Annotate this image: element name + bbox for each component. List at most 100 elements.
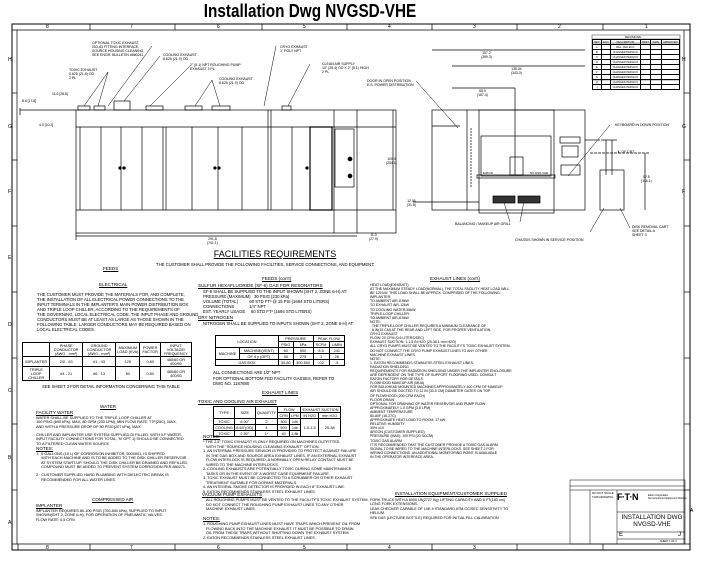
zone-row-h-right: H: [682, 57, 686, 63]
td: GAS BOX: [215, 359, 279, 366]
exhaust-heading: EXHAUST LINES: [262, 390, 299, 395]
td: 480/60 OR 400/50: [159, 356, 193, 367]
callout-disk-cart: DISK REMOVAL CART SEE DETAIL A SHEET 3: [632, 225, 669, 237]
panel-model-label: NV-GSD-VHE: [530, 171, 549, 175]
td: #1 - 43: [82, 356, 117, 367]
electrical-heading: ELECTRICAL: [99, 282, 128, 287]
td: 1.8k: [288, 430, 301, 437]
company-name: Eaton Corporation Semiconductor Equipmen…: [648, 494, 687, 500]
implanter-heading: IMPLANTER: [36, 503, 63, 508]
zone-ticks: [12, 24, 690, 550]
machine-front-elevation: [392, 49, 650, 214]
n2-heading: DRY NITROGEN: [198, 315, 234, 320]
zone-col-8: 8: [46, 24, 49, 30]
td: 2.50": [234, 430, 256, 437]
page-title: Installation Dwg NVGSD-VHE: [203, 1, 417, 21]
td: 300-500: [292, 359, 314, 366]
zone-row-c: C: [8, 388, 12, 394]
eaton-logo: F·T·N: [617, 492, 639, 502]
dim-width-157: 157.2 (399.3): [481, 51, 492, 59]
dim-width-65: 65.9 (167.4): [477, 89, 488, 97]
td: MACHINE: [215, 347, 240, 360]
exhaust-notes-heading: NOTES:: [203, 434, 221, 439]
vacuum-notes: 1. ROUGHING PUMP EXHAUST LINES MUST HAVE…: [203, 521, 361, 540]
compressed-air-text: IMPLANTER REQUIRES 80-100 PSIG (700-800 …: [36, 508, 167, 522]
callout-cl-cart: ℄ OF CRT: [618, 150, 635, 154]
zone-row-b: B: [8, 455, 12, 461]
n2-note-1: ALL CONNECTIONS ARE 1/2" NPT: [213, 370, 281, 375]
th: MAXIMUM LOAD (KVA): [115, 342, 141, 357]
zone-row-f: F: [8, 189, 12, 195]
n2-note-2: FOR OPTIONAL BOTTOM FED FACILITY GASSES,…: [213, 376, 335, 386]
zone-row-h: H: [8, 57, 12, 63]
th: PHASE CONDUCTOR (AWG - mm²): [49, 342, 84, 357]
td: 30-80: [277, 359, 294, 366]
td: 480/60 OR 400/50: [159, 366, 193, 381]
zone-row-a-right: A: [690, 508, 694, 514]
callout-cooling-exhaust-1: COOLING EXHAUST 8.625 (21.9) OD: [163, 53, 197, 61]
th: POWER FACTOR: [139, 342, 161, 357]
vacuum-pump-text: ALL ROUGHING PUMPS MUST BE VENTED TO THE…: [206, 497, 369, 511]
zone-col-4-bottom: 4: [388, 545, 391, 551]
td: [650, 84, 662, 90]
facility-water-text: WATER SHALL BE SUPPLIED TO THE TRIPLE-LO…: [36, 415, 184, 446]
dim-width-135: 135.04 (343.0): [511, 67, 522, 75]
td: 40: [277, 430, 290, 437]
td: 25-38: [318, 418, 341, 437]
water-notes: 1. 5 GALLONS (19 L) OF CORROSION INHIBIT…: [36, 451, 189, 482]
machine-side-elevation: [19, 100, 397, 240]
zone-col-7: 7: [130, 24, 133, 30]
water-notes-heading: NOTES:: [36, 446, 54, 451]
drawing-title: INSTALLATION DWG NVGSD-VHE: [621, 514, 683, 528]
dim-grill-height: 12.06 (31.8): [407, 199, 416, 207]
sf6-heading: SULFUR HEXAFLUORIDE (SF-6) GAS FOR RESON…: [198, 283, 323, 288]
td: [600, 84, 611, 90]
callout-cryo-exhaust: CRYO EXHAUST 1" POLY NPT: [280, 45, 308, 53]
facilities-intro: THE CUSTOMER SHALL PROVIDE THE FOLLOWING…: [156, 262, 375, 267]
zone-col-6-bottom: 6: [217, 545, 220, 551]
callout-toxic-exhaust: TOXIC EXHAUST 0.625 (21.8) OD 2 PL: [69, 68, 98, 80]
electrical-table: PHASE CONDUCTOR (AWG - mm²)GROUND CONDUC…: [21, 342, 193, 381]
callout-leaders: [83, 45, 631, 233]
callout-cooling-exhaust-2: COOLING EXHAUST 8.625 (21.9) OD: [219, 77, 253, 85]
td: TRIPLE LOOP CHILLER: [21, 366, 51, 381]
installation-equipment-text: FORK TRUCK WITH A 6000 LB(2727 Kg) LIFTI…: [370, 498, 509, 520]
title-block-grid: [569, 479, 686, 545]
facilities-heading: FACILITIES REQUIREMENTS: [213, 249, 337, 259]
n2-text: NITROGEN SHALL BE SUPPLIED TO INPUTS SHO…: [203, 321, 354, 326]
callout-clean-air: CLEAN AIR SUPPLY 10" (25.4) OD X 2" (5.1…: [322, 62, 369, 74]
td: #4 - 21: [49, 366, 84, 381]
td: .02: [312, 359, 330, 366]
zone-row-a: A: [8, 520, 12, 526]
callout-keyboard: KEYBOARD IN DOWN POSITION: [615, 123, 669, 127]
installation-equipment-heading: INSTALLATION EQUIPMENT/CUSTOMER SUPPLIED: [395, 491, 508, 496]
dim-cart-height: 57.5 (146.1): [641, 175, 652, 183]
zone-col-3: 3: [473, 24, 476, 30]
scale-note: DO NOT SCALE THIS DRAWING: [592, 491, 614, 499]
td: IMPLANTER: [21, 356, 51, 367]
sheet-number: SHEET 1 OF 3: [660, 540, 677, 543]
th: LOCATION: [215, 335, 279, 348]
callout-optional-toxic: OPTIONAL TOXIC EXHAUST, ISO-63 FITTING I…: [92, 41, 144, 57]
td: 50: [115, 366, 141, 381]
zone-row-g: G: [8, 124, 12, 130]
th: TYPE: [212, 406, 236, 419]
td: 125: [115, 356, 141, 367]
zone-col-8-bottom: 8: [46, 545, 49, 551]
exhaust-cont-text: HEAT LOAD(EXHAUST) AT THE MAXIMUM STEADY…: [370, 283, 512, 459]
size-letter: E: [619, 532, 623, 538]
exhaust-cont-heading: EXHAUST LINES (con't): [430, 276, 481, 281]
td: J: [592, 84, 602, 90]
th: SIZE: [234, 406, 256, 419]
callout-roughing-pump: 2" (5.1) NPT ROUGHING PUMP EXHAUST 3 PL: [190, 63, 241, 71]
zone-col-2: 2: [558, 24, 561, 30]
dim-4-0: 4.0 [10.2]: [39, 123, 54, 127]
toxic-cooling-heading: TOXIC AND COOLING AIR EXHAUST: [198, 399, 277, 404]
